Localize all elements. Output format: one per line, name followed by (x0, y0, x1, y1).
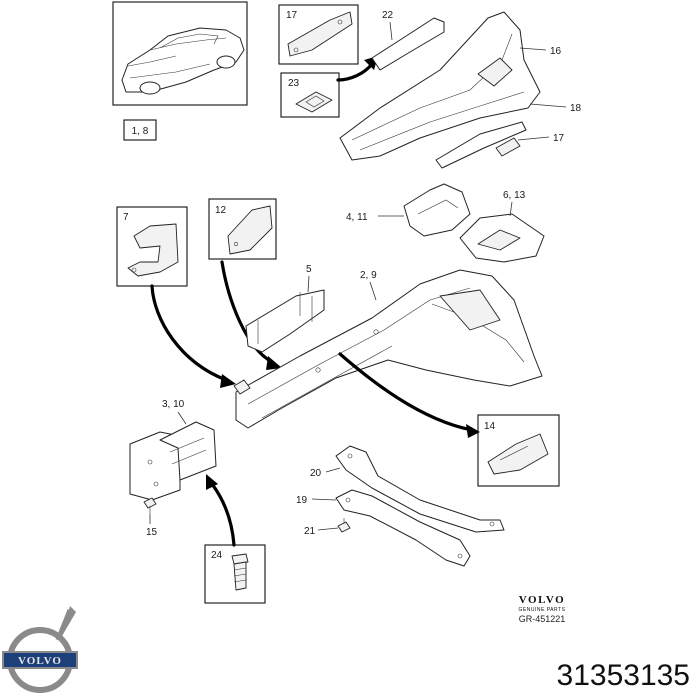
callout-3-10: 3, 10 (162, 399, 185, 410)
logo-wordmark: VOLVO (18, 655, 62, 667)
bracket-4-11 (403, 183, 471, 237)
callout-6-13: 6, 13 (503, 190, 526, 201)
callout-17-box: 17 (286, 10, 298, 21)
detail-box-7: 7 (116, 206, 188, 287)
callout-1-8-box: 1, 8 (123, 119, 157, 141)
detail-box-24: 24 (204, 544, 266, 604)
volvo-logo: VOLVO (2, 606, 78, 693)
brand-tagline: GENUINE PARTS (519, 607, 566, 613)
drawing-reference: GR-451221 (519, 614, 566, 624)
detail-box-12: 12 (208, 198, 277, 260)
callout-1-8: 1, 8 (132, 126, 149, 137)
bolt-15 (143, 497, 157, 514)
callout-7: 7 (123, 212, 129, 223)
callout-5: 5 (306, 264, 312, 275)
main-frame-rail (233, 269, 543, 429)
callout-4-11: 4, 11 (346, 212, 368, 223)
upper-rail-assembly (339, 11, 541, 169)
callout-14: 14 (484, 421, 496, 432)
crash-box-3-10 (129, 421, 217, 501)
detail-box-14: 14 (477, 414, 560, 487)
callout-15: 15 (146, 527, 158, 538)
callout-20: 20 (310, 468, 322, 479)
callout-18: 18 (570, 103, 582, 114)
callout-16: 16 (550, 46, 562, 57)
brace-19 (335, 489, 471, 567)
callout-17: 17 (553, 133, 565, 144)
detail-box-23: 23 (280, 72, 340, 118)
bracket-6-13 (459, 213, 545, 263)
callout-12: 12 (215, 205, 227, 216)
bracket-5 (245, 289, 325, 353)
callout-19: 19 (296, 495, 308, 506)
callout-23: 23 (288, 78, 300, 89)
callout-2-9: 2, 9 (360, 270, 377, 281)
detail-box-17: 17 (278, 4, 359, 65)
brace-20 (335, 445, 505, 533)
car-thumbnail (112, 1, 248, 106)
bolt-21 (337, 518, 351, 533)
callout-22: 22 (382, 10, 394, 21)
brand-name: VOLVO (519, 594, 565, 606)
callout-24: 24 (211, 550, 223, 561)
part-number: 31353135 (557, 659, 690, 692)
callout-21: 21 (304, 526, 316, 537)
